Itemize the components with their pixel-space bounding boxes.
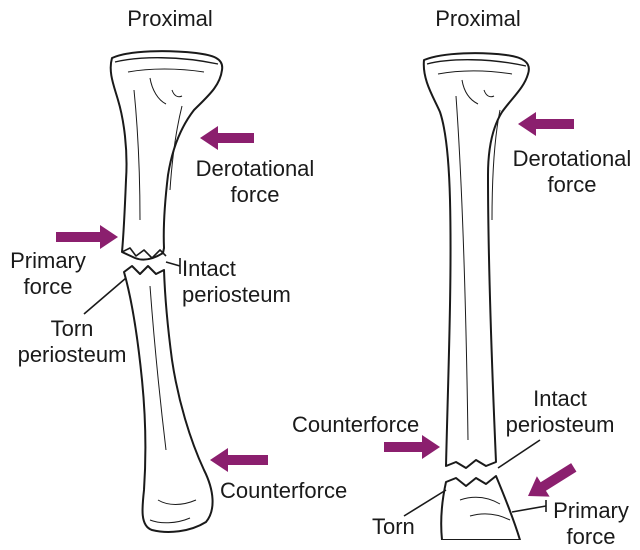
label-derotational-force-right-line1: Derotational: [512, 146, 632, 171]
leader-intact-periosteum-left: [165, 261, 181, 267]
label-derotational-force-right-line2: force: [547, 172, 597, 197]
leader-torn-right: [403, 489, 447, 517]
leader-torn-periosteum-left: [83, 277, 127, 315]
label-primary-force-left-line1: Primary: [10, 248, 86, 273]
label-derotational-force-left-line1: Derotational: [195, 156, 315, 181]
label-intact-periosteum-right: Intact periosteum: [494, 386, 626, 438]
right-tibia-distal-fragment: [440, 475, 521, 540]
label-counterforce-right: Counterforce: [292, 412, 420, 437]
label-intact-periosteum-right-line2: periosteum: [505, 412, 615, 437]
label-torn-periosteum-left: Torn periosteum: [4, 316, 140, 368]
label-torn-periosteum-left-line1: Torn: [50, 316, 94, 341]
arrow-counterforce-right: [384, 435, 440, 459]
label-intact-periosteum-left: Intact periosteum: [182, 256, 312, 308]
label-proximal-left: Proximal: [127, 6, 213, 31]
left-tibia-proximal-fragment: [109, 50, 224, 261]
leader-primary-force-right: [511, 505, 547, 513]
arrow-derotational-left: [200, 126, 254, 150]
label-torn-periosteum-left-line2: periosteum: [17, 342, 127, 367]
arrow-primary-left: [56, 225, 118, 249]
label-primary-force-left-line2: force: [23, 274, 73, 299]
arrow-primary-right: [528, 463, 577, 497]
label-primary-force-right-line2: force: [566, 524, 616, 549]
force-arrows: [56, 112, 577, 497]
arrow-derotational-right: [518, 112, 574, 136]
label-intact-periosteum-left-line2: periosteum: [182, 282, 291, 307]
arrow-counterforce-left: [210, 448, 268, 472]
label-intact-periosteum-left-line1: Intact: [182, 256, 236, 281]
label-torn-right: Torn: [372, 514, 415, 539]
label-counterforce-left: Counterforce: [220, 478, 348, 503]
label-intact-periosteum-right-line1: Intact: [533, 386, 587, 411]
left-tibia-distal-fragment: [123, 265, 214, 533]
label-primary-force-right: Primary force: [544, 498, 638, 550]
label-primary-force-right-line1: Primary: [553, 498, 629, 523]
label-derotational-force-left: Derotational force: [180, 156, 330, 208]
label-derotational-force-right: Derotational force: [504, 146, 640, 198]
label-proximal-right: Proximal: [435, 6, 521, 31]
label-primary-force-left: Primary force: [0, 248, 96, 300]
right-tibia-proximal-fragment: [422, 52, 530, 469]
leader-lines: [83, 258, 547, 517]
leader-intact-periosteum-right: [497, 439, 541, 469]
label-derotational-force-left-line2: force: [230, 182, 280, 207]
